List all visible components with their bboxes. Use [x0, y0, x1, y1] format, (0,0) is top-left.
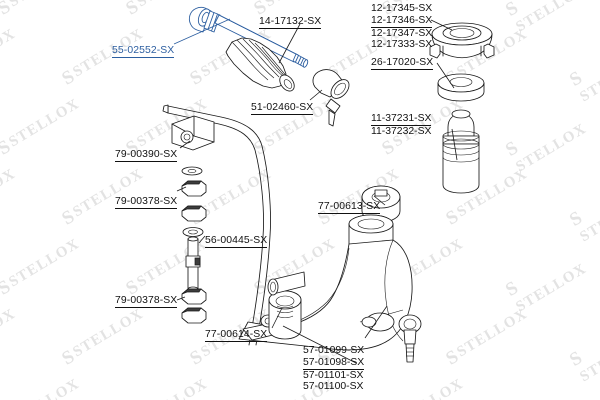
- part-stabilizer-bar: [162, 104, 271, 346]
- part-label-line[interactable]: 57-01098-SX: [303, 357, 365, 370]
- part-steering-rack-boot: [225, 23, 301, 92]
- part-label-line[interactable]: 12-17333-SX: [371, 39, 433, 51]
- part-label-line[interactable]: 11-37231-SX: [371, 113, 432, 127]
- part-outer-tie-rod-end: [309, 69, 350, 127]
- part-label-control-arm-front-bush[interactable]: 77-00614-SX: [205, 329, 268, 343]
- part-label-line[interactable]: 12-17347-SX: [371, 27, 433, 39]
- part-label-control-arm-rear-bush[interactable]: 77-00613-SX: [318, 201, 381, 215]
- part-label-strut-mount-bearing[interactable]: 26-17020-SX: [371, 57, 434, 71]
- part-label-line[interactable]: 57-01099-SX: [303, 345, 365, 356]
- part-label-stabilizer-link-rod[interactable]: 56-00445-SX: [205, 235, 268, 249]
- part-strut-support-mount: [429, 19, 495, 59]
- part-strut-mount-bearing: [436, 62, 485, 102]
- part-label-line[interactable]: 57-01101-SX: [303, 369, 364, 381]
- part-shock-absorber-dust-cover: [442, 109, 480, 194]
- part-inner-tie-rod: [173, 6, 309, 68]
- part-stabilizer-link-assembly: [176, 166, 207, 324]
- part-label-stabilizer-bar-bush[interactable]: 79-00390-SX: [115, 149, 178, 163]
- part-label-outer-tie-rod-end[interactable]: 51-02460-SX: [251, 102, 314, 116]
- part-label-line[interactable]: 12-17346-SX: [371, 15, 433, 28]
- part-label-stabilizer-link-bush-lower[interactable]: 79-00378-SX: [115, 295, 178, 309]
- part-label-steering-rack-boot[interactable]: 14-17132-SX: [259, 16, 322, 30]
- part-label-line[interactable]: 57-01100-SX: [303, 381, 364, 393]
- part-label-line[interactable]: 12-17345-SX: [371, 3, 433, 14]
- part-label-inner-tie-rod-axial-joint[interactable]: 55-02552-SX: [112, 45, 175, 59]
- part-label-stabilizer-link-bush-upper[interactable]: 79-00378-SX: [115, 196, 178, 210]
- part-label-line[interactable]: 11-37232-SX: [371, 126, 432, 138]
- part-lower-control-arm: [238, 185, 422, 364]
- part-stabilizer-bar-bush: [171, 115, 215, 151]
